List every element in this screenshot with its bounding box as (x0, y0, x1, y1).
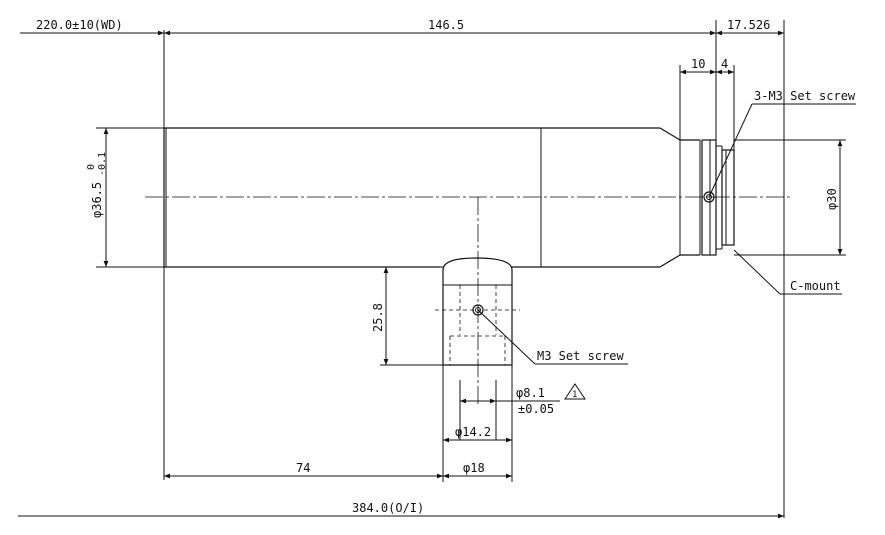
port-offset-label: 74 (296, 461, 310, 475)
diameter-body-tol-upper: 0 (86, 164, 97, 170)
diameter-body-tol-lower: -0.1 (97, 152, 108, 176)
fiber-tol-label: ±0.05 (518, 402, 554, 416)
center-lines (145, 196, 790, 405)
flange-length-label: 17.526 (727, 18, 770, 32)
dim-10-label: 10 (691, 57, 705, 71)
fiber-port (435, 257, 520, 366)
total-oi-label: 384.0(O/I) (352, 501, 424, 515)
port-height-group: 25.8 (371, 303, 385, 332)
port-inner-label: φ14.2 (455, 425, 491, 439)
leader-lines (477, 103, 856, 402)
port-outer-label: φ18 (463, 461, 485, 475)
callout-c-mount: C-mount (790, 279, 841, 293)
callout-3m3-set-screw: 3-M3 Set screw (754, 89, 856, 103)
tolerance-triangle-icon: 1 (564, 383, 586, 400)
port-height-label: 25.8 (371, 303, 385, 332)
tolerance-mark-label: 1 (572, 390, 577, 400)
callout-m3-set-screw: M3 Set screw (537, 349, 624, 363)
wd-label: 220.0±10(WD) (36, 18, 123, 32)
diameter-body-label: φ36.5 (90, 182, 104, 218)
c-mount-rings (680, 139, 735, 256)
diameter-30-label: φ30 (825, 188, 839, 210)
body-length-label: 146.5 (428, 18, 464, 32)
dim-4-label: 4 (721, 57, 728, 71)
diameter-30-group: φ30 (825, 188, 839, 210)
fiber-bore-label: φ8.1 (516, 386, 545, 400)
dimension-lines (18, 30, 843, 519)
diameter-body-group: φ36.5 0 -0.1 (86, 152, 108, 218)
extension-lines (96, 20, 846, 518)
lens-body (163, 127, 681, 268)
